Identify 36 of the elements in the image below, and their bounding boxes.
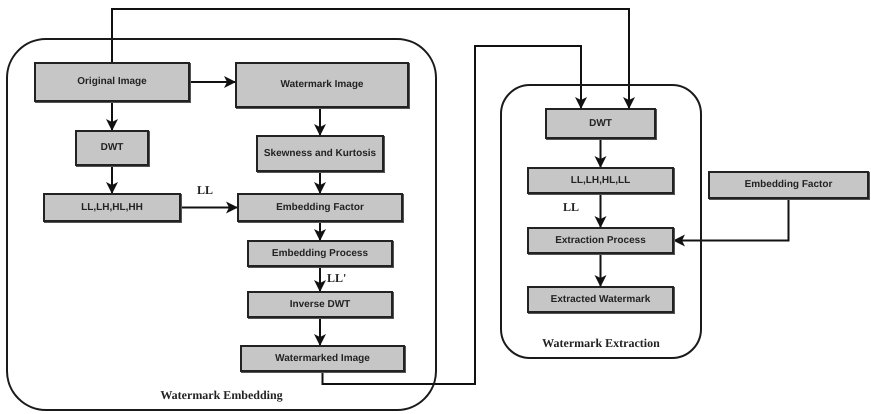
arrow: [314, 267, 326, 292]
process-box: Skewness and Kurtosis: [256, 135, 384, 172]
process-box: Embedding Factor: [708, 171, 869, 199]
arrow: [314, 172, 326, 194]
arrow: [106, 102, 118, 131]
process-box: Extraction Process: [527, 227, 674, 254]
process-box: Embedding Process: [247, 240, 393, 267]
arrow: [106, 166, 118, 194]
group-container: [500, 84, 702, 359]
process-box: Watermarked Image: [240, 345, 405, 372]
process-box: DWT: [545, 108, 656, 139]
process-box: Inverse DWT: [247, 291, 393, 318]
group-container: [6, 38, 437, 411]
arrow: [594, 139, 606, 168]
process-box: LL,LH,HL,LL: [527, 167, 674, 194]
arrow: [673, 199, 790, 246]
arrow: [594, 254, 606, 287]
edge-label: LL: [196, 184, 214, 196]
process-box: Embedding Factor: [237, 193, 403, 222]
process-box: Watermark Image: [235, 62, 409, 108]
arrow: [314, 108, 326, 136]
process-box: Original Image: [34, 62, 190, 102]
arrow: [314, 222, 326, 241]
arrow: [181, 202, 238, 214]
arrow: [111, 8, 635, 109]
edge-label: LL: [562, 201, 580, 213]
group-label: Watermark Extraction: [541, 336, 661, 351]
arrow: [314, 318, 326, 346]
process-box: LL,LH,HL,HH: [43, 193, 181, 222]
arrow: [190, 76, 236, 88]
process-box: Extracted Watermark: [527, 286, 674, 313]
arrow: [594, 194, 606, 228]
arrow: [322, 45, 587, 385]
group-label: Watermark Embedding: [159, 388, 284, 403]
process-box: DWT: [75, 130, 149, 166]
edge-label: LL': [326, 272, 348, 284]
